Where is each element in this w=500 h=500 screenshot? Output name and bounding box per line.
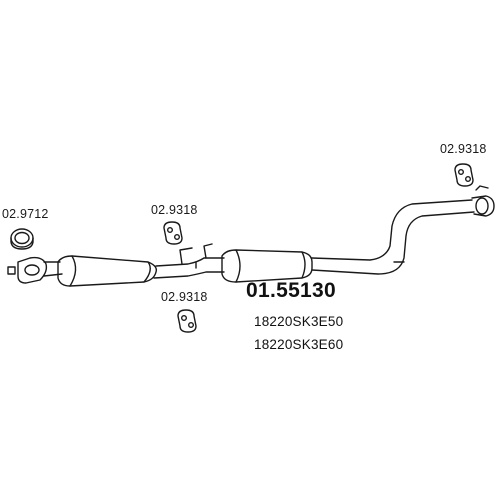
- main-part-number: 01.55130: [246, 279, 336, 302]
- front-silencer: [57, 255, 158, 287]
- gasket-ring-icon: [10, 228, 34, 250]
- oem-number-2: 18220SK3E60: [254, 337, 344, 352]
- gasket-part-number: 02.9712: [2, 207, 49, 221]
- oem-number-1: 18220SK3E50: [254, 314, 344, 329]
- hanger-part-number-top: 02.9318: [151, 203, 198, 217]
- middle-resonator: [221, 249, 313, 283]
- outlet-flange: [471, 185, 495, 217]
- rubber-hanger-icon: [177, 309, 197, 333]
- rubber-hanger-icon: [163, 221, 183, 245]
- mid-pipe: [153, 243, 225, 279]
- rubber-hanger-icon: [454, 163, 474, 187]
- inlet-flange: [7, 256, 48, 284]
- hanger-part-number-rear: 02.9318: [440, 142, 487, 156]
- hanger-part-number-bottom: 02.9318: [161, 290, 208, 304]
- tail-pipe: [311, 199, 475, 275]
